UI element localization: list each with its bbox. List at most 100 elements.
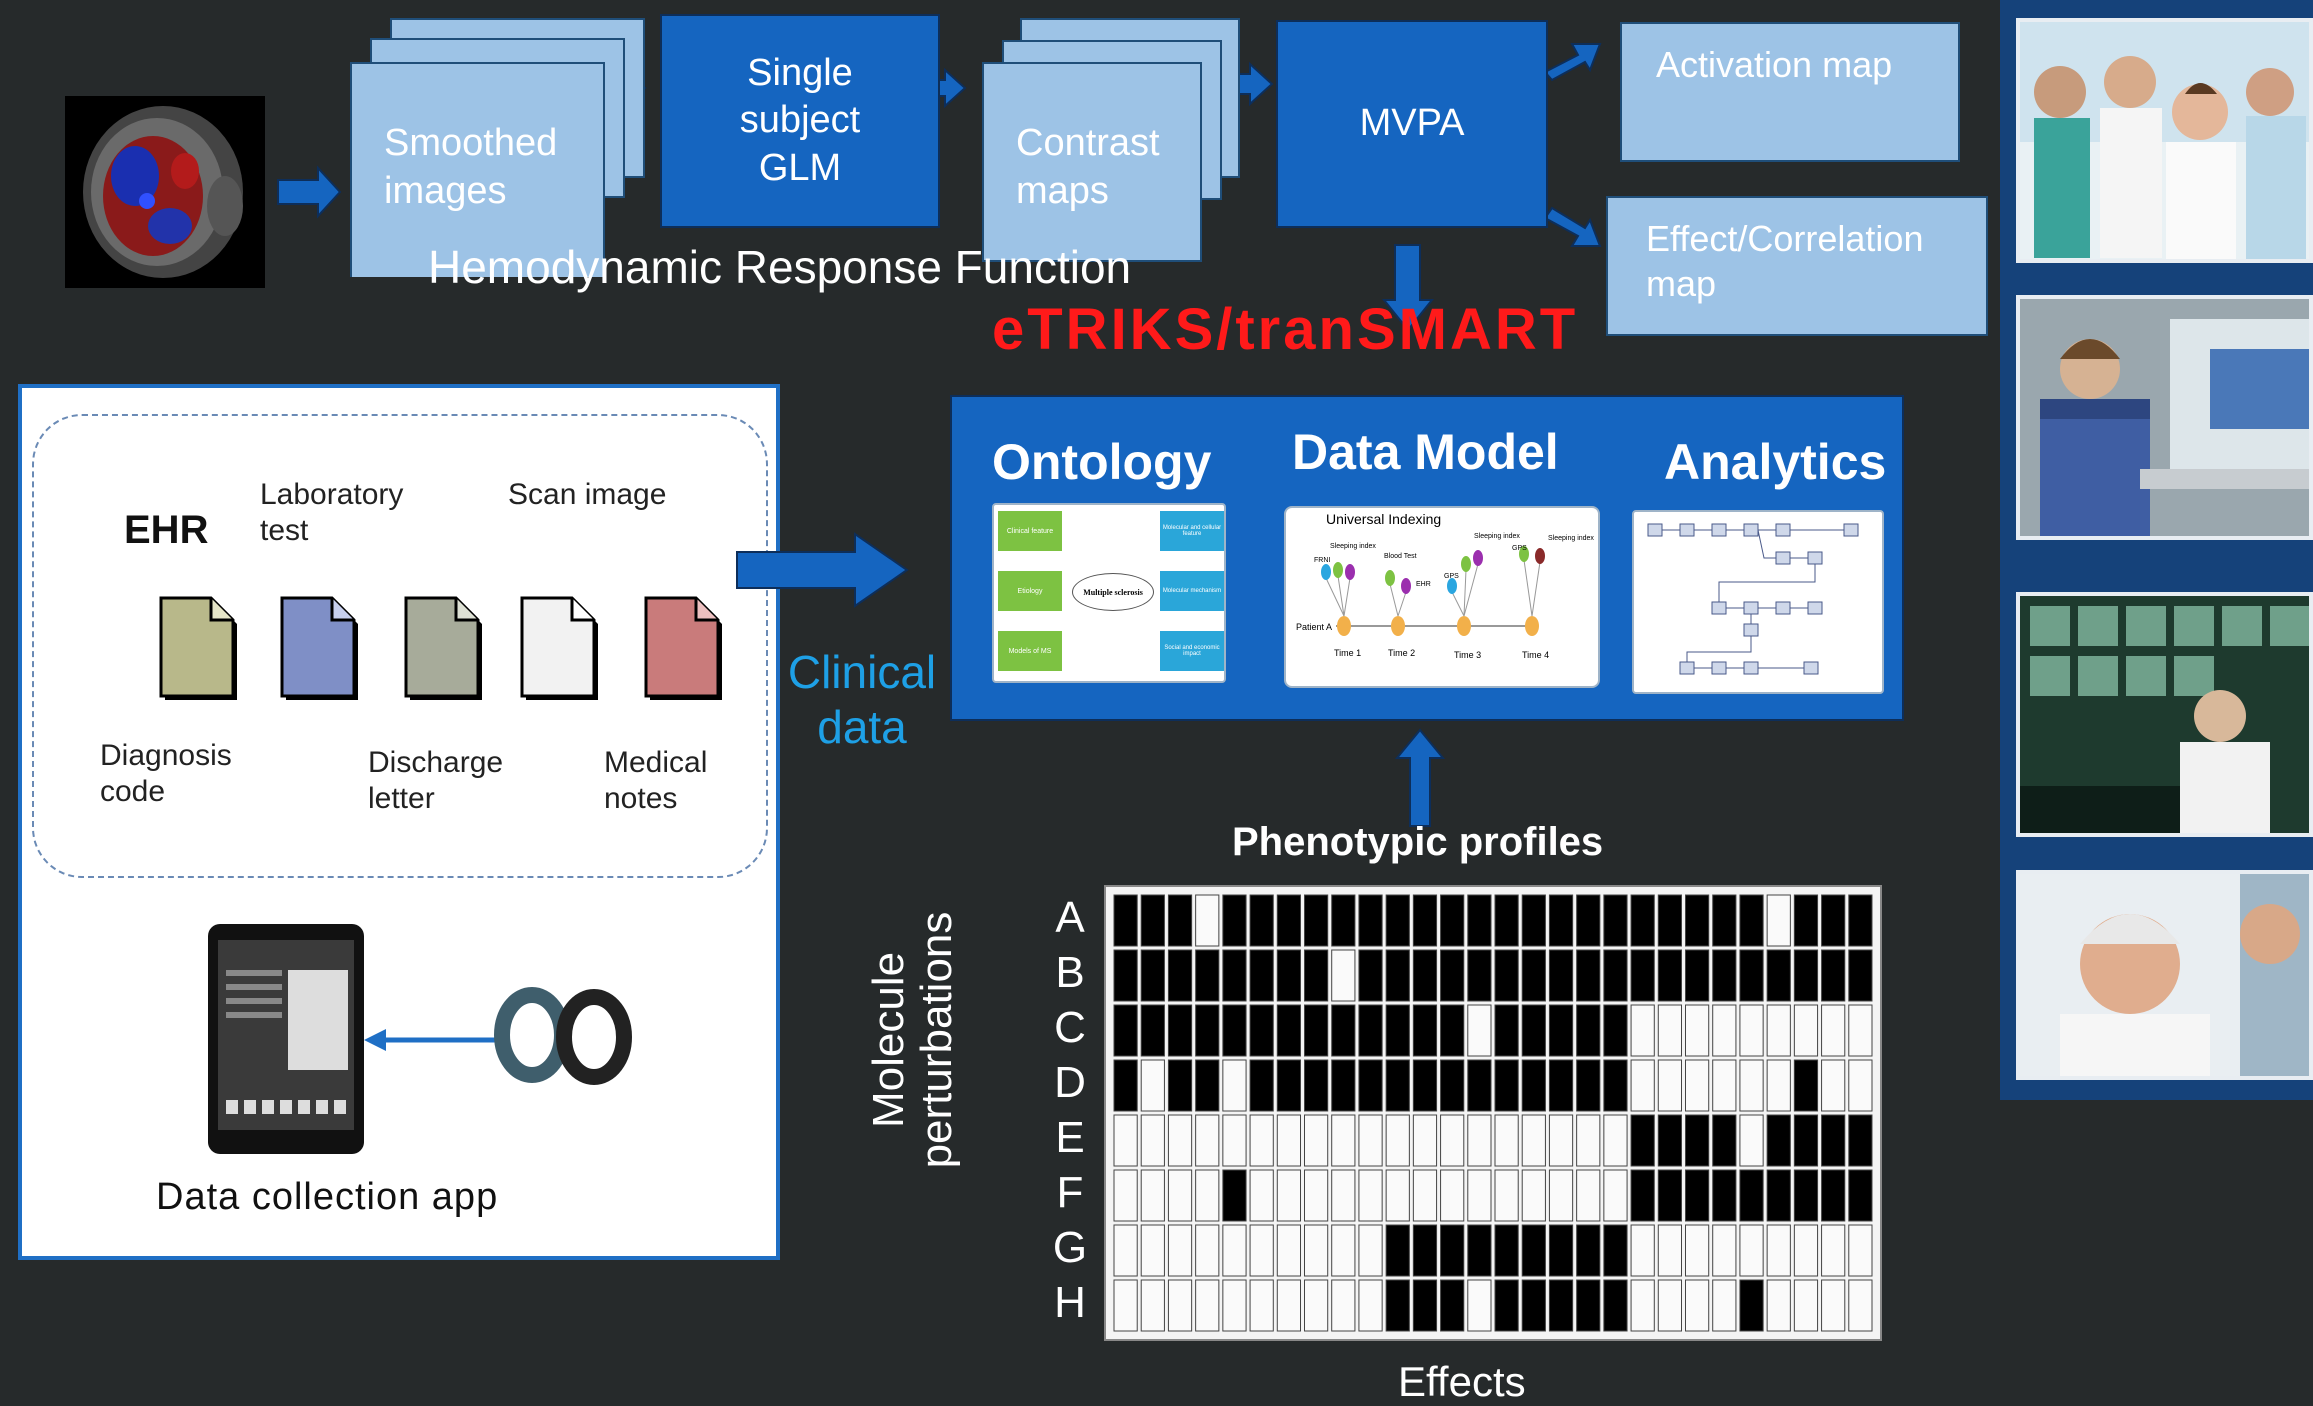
matrix-cell — [1712, 1169, 1737, 1222]
matrix-cell — [1685, 1169, 1710, 1222]
matrix-cell — [1848, 949, 1873, 1002]
matrix-cell — [1739, 894, 1764, 947]
matrix-cell — [1739, 1059, 1764, 1112]
matrix-cell — [1657, 1169, 1682, 1222]
radiology-monitors-photo — [2016, 592, 2313, 837]
matrix-cell — [1739, 1169, 1764, 1222]
matrix-cell — [1140, 1279, 1165, 1332]
matrix-cell — [1821, 949, 1846, 1002]
matrix-cell — [1412, 1279, 1438, 1332]
matrix-cell — [1249, 1004, 1274, 1057]
matrix-cell — [1167, 1169, 1193, 1222]
tablet-screen — [218, 940, 354, 1130]
matrix-cell — [1113, 894, 1138, 947]
matrix-cell — [1793, 949, 1819, 1002]
matrix-cell — [1766, 1059, 1791, 1112]
matrix-cell — [1712, 1059, 1737, 1112]
matrix-cell — [1712, 1279, 1737, 1332]
ehr-panel — [18, 384, 780, 1260]
matrix-cell — [1440, 949, 1465, 1002]
row-label: H — [1054, 1277, 1086, 1327]
laboratory-test-label: Laboratory test — [260, 478, 404, 547]
dm-label-1: Sleeping index — [1330, 543, 1376, 550]
matrix-cell — [1412, 1114, 1438, 1167]
matrix-cell — [1358, 894, 1383, 947]
sync-arrow — [364, 1029, 500, 1051]
single-subject-glm-box: Single subject GLM — [660, 14, 940, 228]
dm-label-7: GPS — [1512, 545, 1527, 552]
contrast-maps-doc: Contrast maps — [982, 62, 1202, 262]
matrix-cell — [1821, 1059, 1846, 1112]
data-model-thumbnail: Universal Indexing Patient A Time 1 Time… — [1284, 506, 1600, 688]
ontology-left-3: Models of MS — [998, 631, 1062, 671]
matrix-cell — [1222, 1169, 1247, 1222]
matrix-cell — [1276, 1224, 1302, 1277]
matrix-cell — [1548, 1279, 1574, 1332]
matrix-cell — [1358, 1059, 1383, 1112]
hrf-label: Hemodynamic Response Function — [428, 241, 1132, 293]
data-model-title: Data Model — [1292, 424, 1559, 480]
matrix-cell — [1494, 1279, 1519, 1332]
dm-label-3: FRNI — [1314, 557, 1330, 564]
matrix-cell — [1113, 1004, 1138, 1057]
matrix-cell — [1521, 1169, 1546, 1222]
matrix-cell — [1167, 894, 1193, 947]
matrix-cell — [1793, 894, 1819, 947]
matrix-cell — [1249, 1224, 1274, 1277]
matrix-cell — [1821, 1169, 1846, 1222]
phenotypic-xlabel: Effects — [1398, 1358, 1526, 1405]
effect-map-doc: Effect/Correlation map — [1606, 196, 1988, 336]
laboratory-file-icon — [280, 596, 358, 700]
matrix-cell — [1576, 1169, 1601, 1222]
matrix-cell — [1304, 1059, 1329, 1112]
ontology-right-2: Molecular mechanism — [1160, 571, 1224, 611]
matrix-cell — [1521, 1059, 1546, 1112]
scan-file-icon — [520, 596, 598, 700]
matrix-cell — [1113, 1169, 1138, 1222]
matrix-cell — [1276, 1059, 1302, 1112]
matrix-cell — [1793, 1114, 1819, 1167]
matrix-cell — [1548, 1169, 1574, 1222]
matrix-cell — [1685, 894, 1710, 947]
phenotypic-ylabel-line1: Molecule — [864, 951, 913, 1129]
matrix-cell — [1304, 949, 1329, 1002]
matrix-cell — [1222, 1004, 1247, 1057]
matrix-cell — [1331, 1004, 1356, 1057]
matrix-cell — [1494, 1169, 1519, 1222]
matrix-cell — [1848, 1059, 1873, 1112]
matrix-cell — [1576, 1279, 1601, 1332]
clinical-data-label: Clinical data — [787, 646, 937, 754]
ontology-thumbnail: Clinical feature Etiology Models of MS M… — [992, 503, 1226, 683]
matrix-cell — [1521, 894, 1546, 947]
matrix-cell — [1195, 949, 1220, 1002]
matrix-cell — [1793, 1059, 1819, 1112]
matrix-cell — [1140, 894, 1165, 947]
matrix-cell — [1358, 1004, 1383, 1057]
matrix-cell — [1385, 894, 1410, 947]
ehr-dashed-region — [32, 414, 768, 878]
matrix-cell — [1494, 949, 1519, 1002]
matrix-cell — [1494, 1224, 1519, 1277]
dm-label-4: Sleeping index — [1474, 533, 1520, 540]
phenotypic-ylabel-line2: perturbations — [912, 911, 962, 1169]
matrix-cell — [1276, 1004, 1302, 1057]
single-subject-glm-label: Single subject GLM — [739, 51, 861, 189]
matrix-cell — [1467, 1224, 1492, 1277]
matrix-cell — [1440, 1114, 1465, 1167]
matrix-cell — [1249, 1059, 1274, 1112]
matrix-cell — [1358, 1114, 1383, 1167]
phenotypic-ylabel: Molecule perturbations — [864, 880, 985, 1200]
matrix-cell — [1603, 1169, 1628, 1222]
matrix-cell — [1412, 1004, 1438, 1057]
matrix-cell — [1276, 1114, 1302, 1167]
matrix-cell — [1821, 1004, 1846, 1057]
wristband-icons — [494, 987, 632, 1085]
matrix-cell — [1603, 1224, 1628, 1277]
matrix-cell — [1630, 1114, 1655, 1167]
matrix-cell — [1630, 949, 1655, 1002]
matrix-cell — [1576, 1224, 1601, 1277]
matrix-cell — [1521, 1004, 1546, 1057]
matrix-cell — [1222, 1059, 1247, 1112]
medical-notes-file-icon — [644, 596, 722, 700]
matrix-cell — [1766, 1004, 1791, 1057]
